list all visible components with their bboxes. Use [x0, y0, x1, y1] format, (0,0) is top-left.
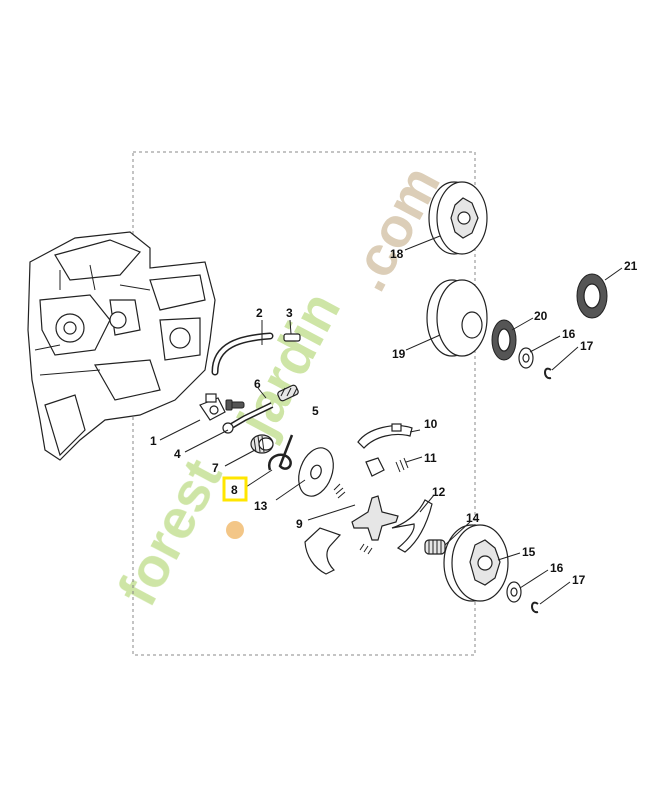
label-16-bottom: 16 — [550, 561, 564, 575]
label-3: 3 — [286, 306, 293, 320]
part-12-clutch-shoe-right — [391, 499, 433, 553]
label-13: 13 — [254, 499, 268, 513]
label-4: 4 — [174, 447, 181, 461]
part-clutch-shoe-left — [304, 527, 342, 575]
watermark-dot — [226, 521, 244, 539]
part-labels: 1 2 3 4 5 6 7 8 9 10 11 12 13 14 15 16 1… — [150, 247, 638, 587]
part-13-plate — [298, 447, 334, 497]
label-6: 6 — [254, 377, 261, 391]
label-18: 18 — [390, 247, 404, 261]
part-5-nipple — [277, 384, 299, 402]
part-16-washer-bottom — [506, 581, 522, 603]
part-18-drum — [428, 181, 488, 255]
label-10: 10 — [424, 417, 438, 431]
label-17-top: 17 — [580, 339, 594, 353]
label-11: 11 — [424, 451, 437, 465]
part-1-oil-pump — [199, 393, 226, 421]
label-21: 21 — [624, 259, 638, 273]
part-16-washer-top — [518, 347, 534, 369]
part-14-bearing — [424, 539, 446, 555]
part-21-rim-sprocket — [576, 273, 608, 319]
part-10-clutch-shoe — [357, 423, 413, 449]
highlight-box-8 — [222, 476, 248, 502]
part-15-drum — [443, 524, 509, 602]
label-19: 19 — [392, 347, 406, 361]
part-9-spider — [351, 495, 399, 541]
label-14: 14 — [466, 511, 480, 525]
part-17-circlip-top — [544, 367, 552, 380]
part-19-drum — [426, 279, 488, 357]
part-7-worm — [250, 434, 274, 454]
label-15: 15 — [522, 545, 536, 559]
label-16-top: 16 — [562, 327, 576, 341]
label-17-bottom: 17 — [572, 573, 586, 587]
label-12: 12 — [432, 485, 446, 499]
part-3-pin — [283, 333, 301, 342]
part-8-spring — [267, 434, 294, 471]
part-20-rim-sprocket — [491, 319, 517, 361]
part-11-springs — [333, 457, 409, 555]
label-7: 7 — [212, 461, 219, 475]
label-2: 2 — [256, 306, 263, 320]
part-4-hose — [222, 402, 274, 434]
label-9: 9 — [296, 517, 303, 531]
label-1: 1 — [150, 434, 157, 448]
part-6-screw — [225, 399, 245, 411]
label-5: 5 — [312, 404, 319, 418]
assembly-boundary — [132, 151, 476, 656]
label-8: 8 — [231, 483, 238, 497]
engine-housing — [27, 231, 216, 461]
part-17-circlip-bottom — [531, 601, 539, 614]
leader-lines — [159, 235, 623, 605]
label-20: 20 — [534, 309, 548, 323]
